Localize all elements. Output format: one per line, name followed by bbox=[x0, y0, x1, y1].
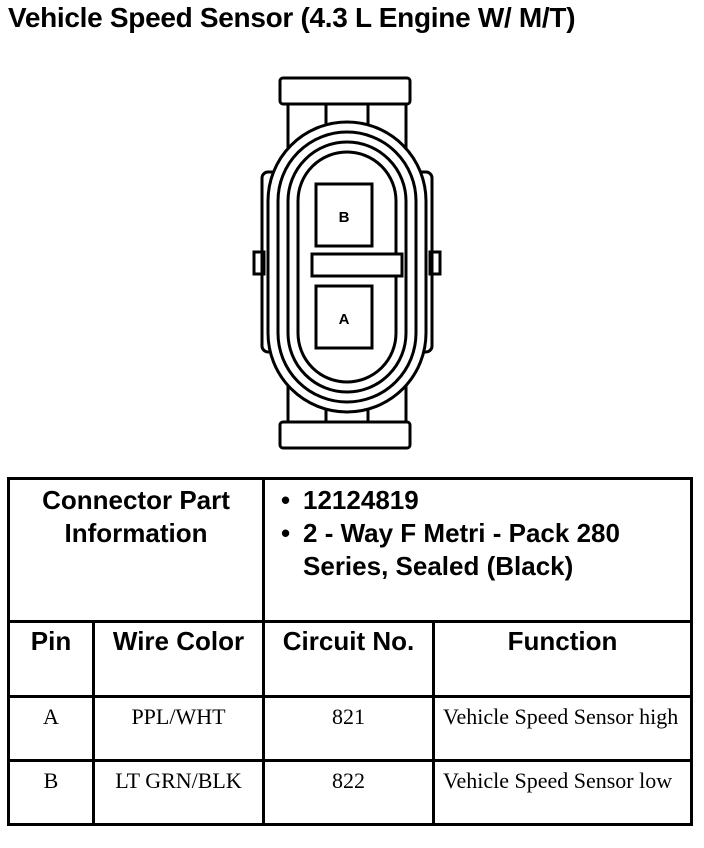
pin-cell: A bbox=[7, 695, 95, 762]
pin-cell: B bbox=[7, 759, 95, 826]
wire-color-cell: PPL/WHT bbox=[91, 695, 266, 762]
page-title: Vehicle Speed Sensor (4.3 L Engine W/ M/… bbox=[8, 2, 576, 33]
col-header-pin: Pin bbox=[7, 620, 95, 698]
part-info-details: •12124819 •2 - Way F Metri - Pack 280 Se… bbox=[262, 477, 694, 623]
part-number-item: •12124819 bbox=[281, 485, 419, 515]
connector-face-diagram: B A bbox=[252, 76, 442, 450]
table-row: A PPL/WHT 821 Vehicle Speed Sensor high bbox=[7, 695, 694, 762]
col-header-function: Function bbox=[432, 620, 694, 698]
part-info-label: Connector Part Information bbox=[6, 477, 266, 623]
connector-info-table: Connector Part Information •12124819 •2 … bbox=[6, 477, 694, 826]
pin-b-label: B bbox=[339, 209, 350, 226]
circuit-cell: 821 bbox=[262, 695, 436, 762]
function-cell: Vehicle Speed Sensor high bbox=[432, 695, 694, 762]
wire-color-cell: LT GRN/BLK bbox=[91, 759, 266, 826]
function-cell: Vehicle Speed Sensor low bbox=[432, 759, 694, 826]
connector-type-item: •2 - Way F Metri - Pack 280 Series, Seal… bbox=[281, 518, 620, 581]
pin-a-cavity: A bbox=[314, 284, 374, 350]
col-header-wire-color: Wire Color bbox=[91, 620, 266, 698]
circuit-cell: 822 bbox=[262, 759, 436, 826]
col-header-circuit-no: Circuit No. bbox=[262, 620, 436, 698]
table-row: B LT GRN/BLK 822 Vehicle Speed Sensor lo… bbox=[7, 759, 694, 826]
pin-a-label: A bbox=[339, 311, 350, 328]
pin-b-cavity: B bbox=[314, 182, 374, 248]
